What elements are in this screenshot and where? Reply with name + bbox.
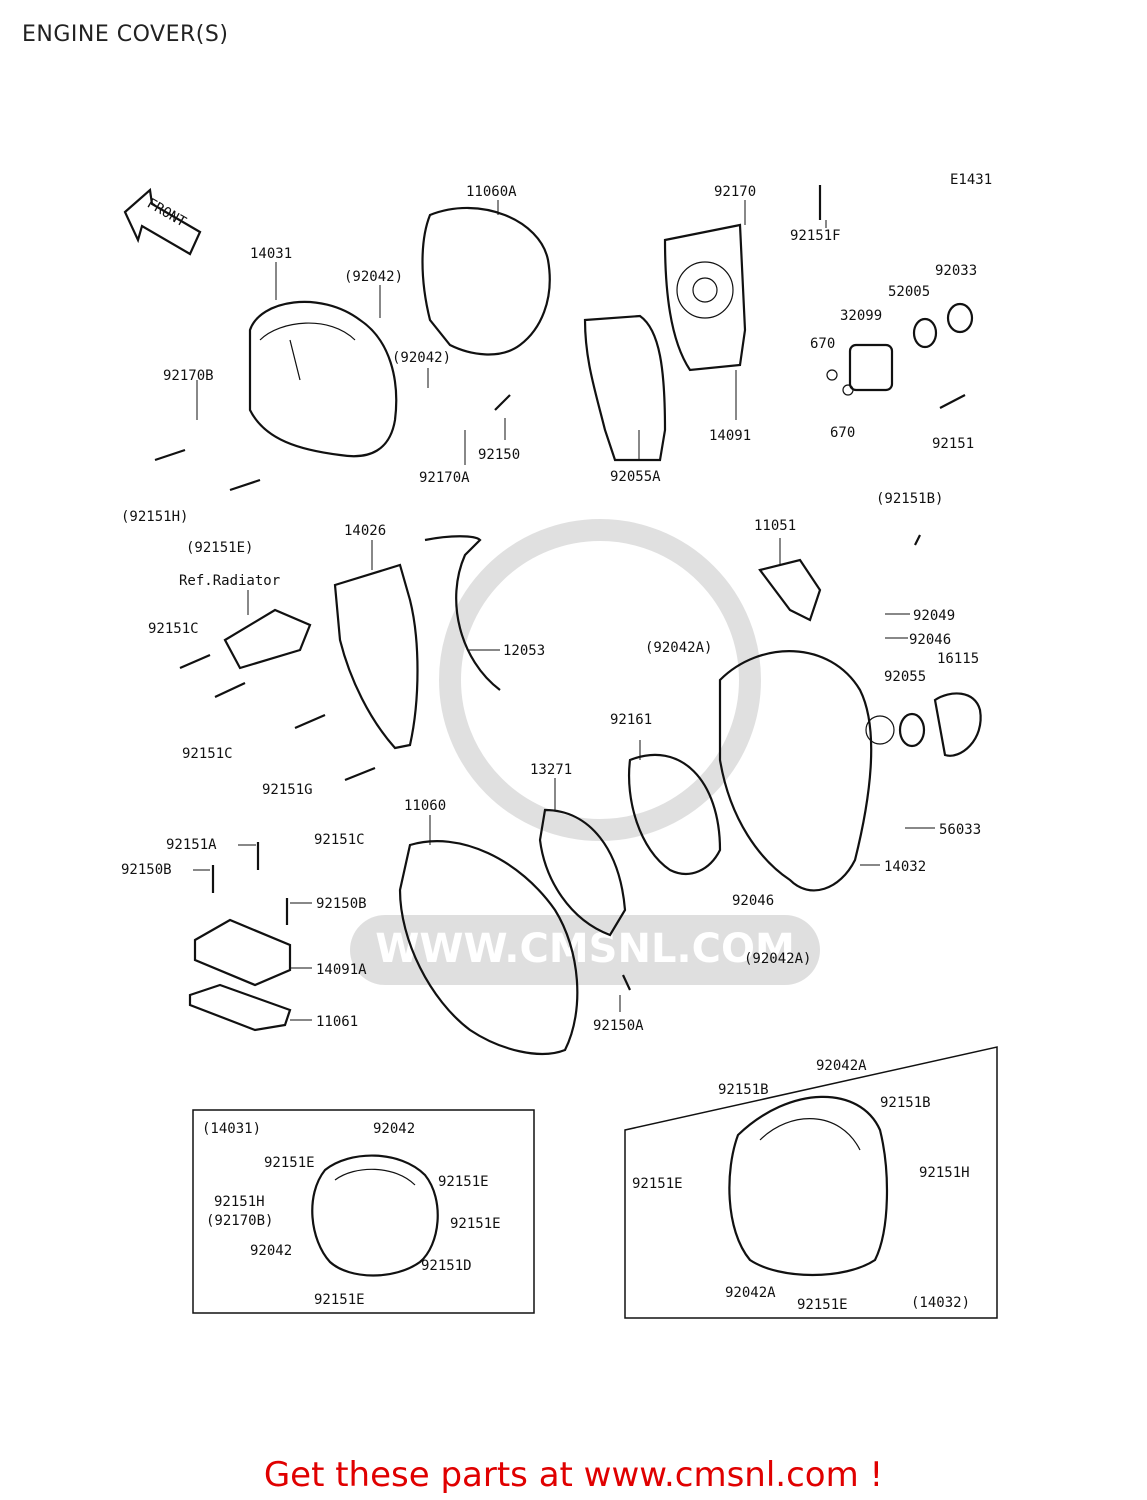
label-92042-b: (92042): [392, 350, 451, 366]
label-670-b: 670: [830, 425, 855, 441]
inset-left-92042-top: 92042: [373, 1121, 415, 1137]
label-14032: 14032: [884, 859, 926, 875]
part-92033-shape: [946, 302, 974, 334]
inset-right-ref: (14032): [911, 1295, 970, 1311]
footer-banner[interactable]: Get these parts at www.cmsnl.com !: [263, 1455, 884, 1495]
part-92055A-shape: [583, 314, 667, 462]
label-92151F: 92151F: [790, 228, 841, 244]
part-14091-shape: [663, 223, 747, 372]
label-92151: 92151: [932, 436, 974, 452]
part-92055-shape: [898, 712, 926, 748]
inset-left-92151D: 92151D: [421, 1258, 472, 1274]
inset-right-92151E-2: 92151E: [797, 1297, 848, 1313]
inset-right-92151B-2: 92151B: [880, 1095, 931, 1111]
label-92170: 92170: [714, 184, 756, 200]
label-92151E-paren: (92151E): [186, 540, 253, 556]
label-92151C-b: 92151C: [182, 746, 233, 762]
part-13271-shape: [538, 808, 627, 937]
label-11060A: 11060A: [466, 184, 517, 200]
label-32099: 32099: [840, 308, 882, 324]
label-11051: 11051: [754, 518, 796, 534]
label-14031: 14031: [250, 246, 292, 262]
label-14026: 14026: [344, 523, 386, 539]
label-92150B-b: 92150B: [316, 896, 367, 912]
label-92151H-paren: (92151H): [121, 509, 188, 525]
label-92055: 92055: [884, 669, 926, 685]
label-92151C-c: 92151C: [314, 832, 365, 848]
label-92170B: 92170B: [163, 368, 214, 384]
inset-left-14031: [192, 1109, 535, 1314]
label-14091A: 14091A: [316, 962, 367, 978]
label-92150A: 92150A: [593, 1018, 644, 1034]
label-13271: 13271: [530, 762, 572, 778]
part-16115-shape: [933, 692, 982, 757]
label-92049: 92049: [913, 608, 955, 624]
diagram-code: E1431: [950, 172, 992, 188]
label-92170A: 92170A: [419, 470, 470, 486]
label-14091: 14091: [709, 428, 751, 444]
watermark: WWW.CMSNL.COM: [350, 519, 820, 985]
label-92042-a: (92042): [344, 269, 403, 285]
label-92042A-a: (92042A): [645, 640, 712, 656]
inset-left-92151E-1: 92151E: [264, 1155, 315, 1171]
part-14026-shape: [333, 563, 419, 750]
inset-left-92151E-3: 92151E: [450, 1216, 501, 1232]
inset-left-92170B: (92170B): [206, 1213, 273, 1229]
label-670-a: 670: [810, 336, 835, 352]
inset-right-92151H: 92151H: [919, 1165, 970, 1181]
label-11061: 11061: [316, 1014, 358, 1030]
label-ref-radiator: Ref.Radiator: [179, 573, 280, 589]
label-92055A: 92055A: [610, 469, 661, 485]
inset-right-92042A-bot: 92042A: [725, 1285, 776, 1301]
part-14031-shape: [248, 300, 398, 458]
front-arrow-label: FRONT: [144, 196, 189, 231]
label-16115: 16115: [937, 651, 979, 667]
inset-right-92151E-1: 92151E: [632, 1176, 683, 1192]
label-92151G: 92151G: [262, 782, 313, 798]
label-92046-a: 92046: [909, 632, 951, 648]
front-arrow-icon: FRONT: [123, 187, 202, 256]
inset-left-92151E-2: 92151E: [438, 1174, 489, 1190]
part-14091A-shape: [193, 918, 292, 987]
label-92151B-paren: (92151B): [876, 491, 943, 507]
part-11051-shape: [758, 558, 822, 622]
part-14032-shape: [718, 650, 895, 892]
inset-left-92042-bot: 92042: [250, 1243, 292, 1259]
page-title: ENGINE COVER(S): [22, 22, 229, 47]
label-92150B-a: 92150B: [121, 862, 172, 878]
part-12053-shape: [424, 535, 501, 691]
leader-lines: [193, 200, 935, 1021]
inset-right-14032: [624, 1046, 998, 1319]
label-92151C-a: 92151C: [148, 621, 199, 637]
bolts: [154, 185, 966, 991]
label-92033: 92033: [935, 263, 977, 279]
label-11060: 11060: [404, 798, 446, 814]
label-92151A: 92151A: [166, 837, 217, 853]
inset-left-92151H: 92151H: [214, 1194, 265, 1210]
label-92046-b: 92046: [732, 893, 774, 909]
inset-left-ref: (14031): [202, 1121, 261, 1137]
inset-right-92151B-1: 92151B: [718, 1082, 769, 1098]
label-12053: 12053: [503, 643, 545, 659]
part-ref-radiator-shape: [223, 608, 312, 670]
label-92042A-b: (92042A): [744, 951, 811, 967]
part-11060-shape: [398, 840, 579, 1056]
inset-left-92151E-4: 92151E: [314, 1292, 365, 1308]
part-11061-shape: [188, 983, 292, 1032]
part-92161-shape: [628, 753, 722, 875]
label-52005: 52005: [888, 284, 930, 300]
label-92150: 92150: [478, 447, 520, 463]
label-92161: 92161: [610, 712, 652, 728]
label-56033: 56033: [939, 822, 981, 838]
part-11060A-shape: [421, 206, 551, 356]
part-52005-shape: [912, 317, 938, 349]
part-32099-shape: [826, 343, 894, 396]
inset-right-92042A-top: 92042A: [816, 1058, 867, 1074]
watermark-text: WWW.CMSNL.COM: [375, 926, 795, 972]
